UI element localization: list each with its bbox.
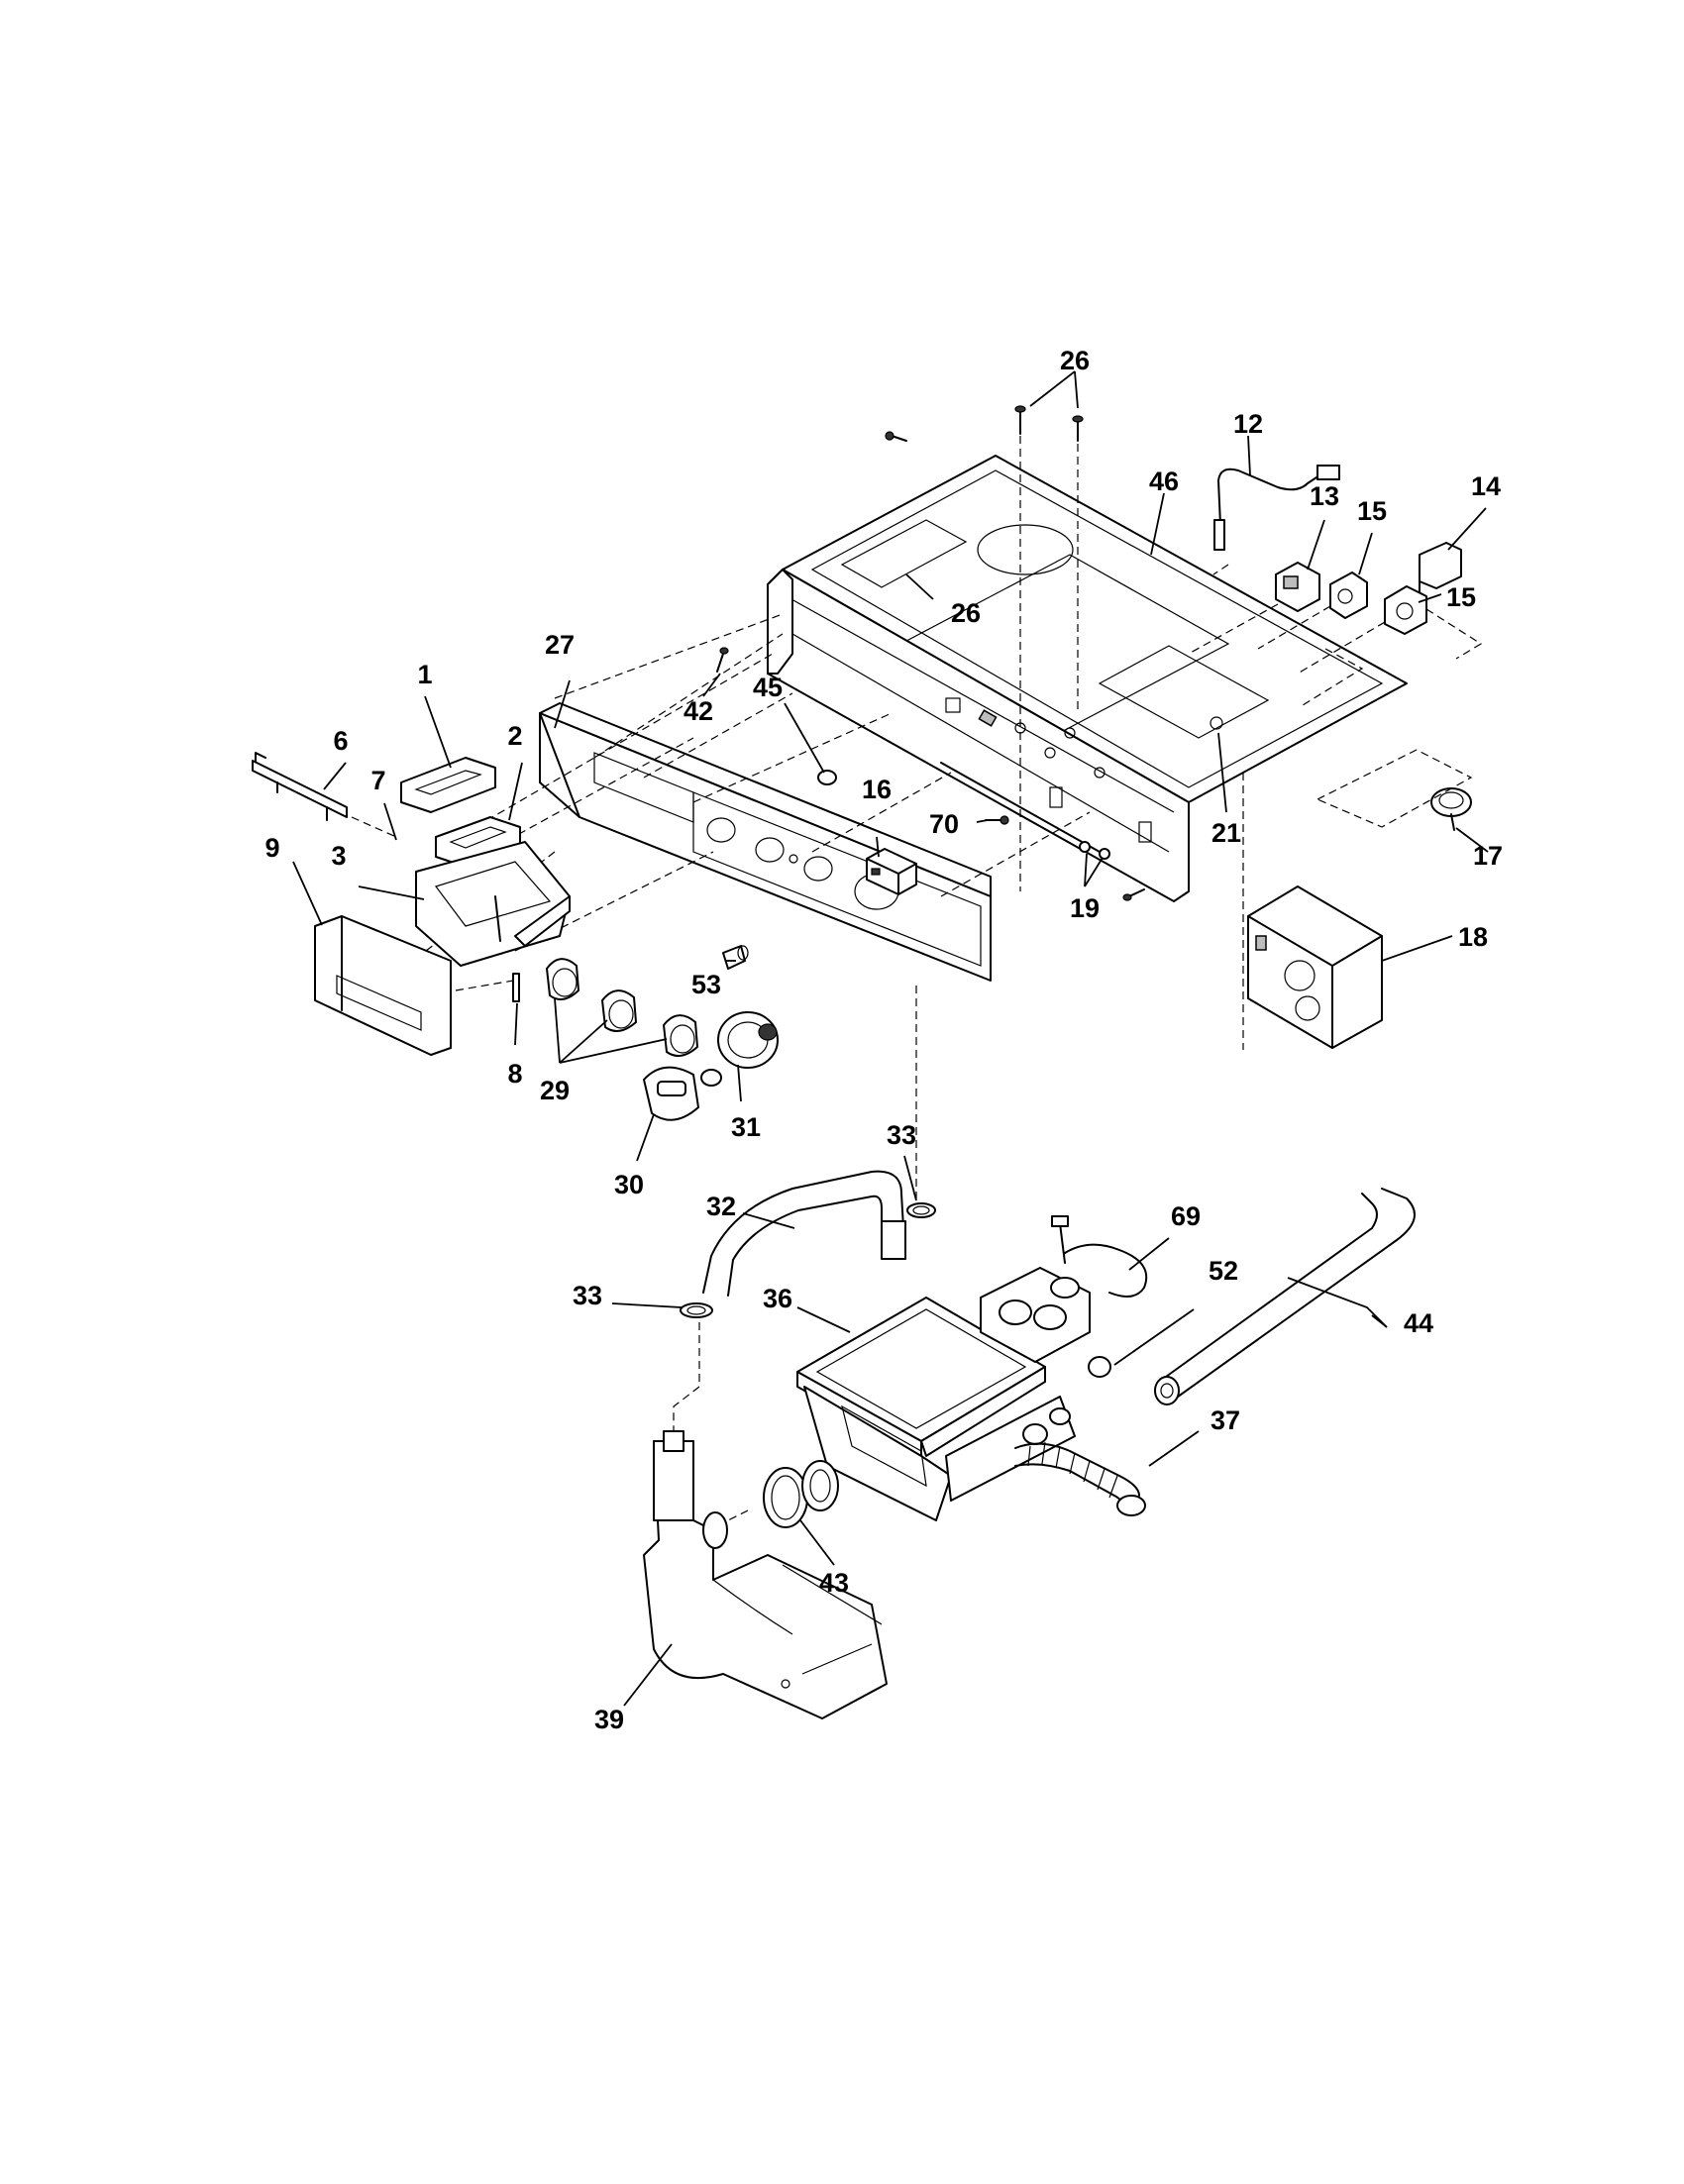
callout-26-top: 26 [1060,346,1090,375]
callout-32: 32 [706,1192,736,1221]
callout-46: 46 [1149,467,1179,496]
screw-26-top-part [885,405,1084,442]
callout-42: 42 [684,696,713,726]
switch-15-lower-part [1384,585,1427,635]
callout-15-lower: 15 [1446,582,1476,612]
callout-26-middle: 26 [951,598,981,628]
callout-21: 21 [1211,818,1241,848]
screw-19-part [1079,841,1145,901]
grommet-45-part [817,770,837,785]
dispenser-cover-1-part [400,757,496,813]
screw-70-part [985,815,1009,825]
knob-30-part [643,1066,722,1121]
switch-16-part [866,848,917,895]
callout-33-upper: 33 [887,1120,916,1150]
callout-33-lower: 33 [573,1281,602,1310]
drawer-body-3-part [415,841,571,967]
callout-16: 16 [862,775,892,804]
drain-hose-44-part [1154,1188,1416,1405]
callout-9: 9 [264,833,279,863]
callout-31: 31 [731,1112,761,1142]
clamp-33-upper-part [906,1202,936,1218]
water-valve-69-part [980,1215,1148,1363]
switch-13-part [1275,562,1320,612]
callout-17: 17 [1473,841,1503,871]
callout-52: 52 [1209,1256,1238,1286]
knob-29-lower-part [663,1014,698,1057]
callout-27: 27 [545,630,575,660]
callout-39: 39 [594,1705,624,1734]
pressure-switch-17-part [1430,787,1472,831]
rail-6-part [252,752,348,821]
callout-29: 29 [540,1076,570,1105]
callout-37: 37 [1210,1405,1240,1435]
clamp-52-part [1088,1356,1111,1378]
callout-1: 1 [417,660,432,689]
callout-69: 69 [1171,1201,1201,1231]
switch-14-part [1419,542,1462,595]
callout-45: 45 [753,673,783,702]
drawer-front-9-part [314,915,452,1056]
clamp-33-lower-part [680,1302,713,1318]
callout-13: 13 [1310,481,1339,511]
callout-6: 6 [333,726,348,756]
callout-8: 8 [507,1059,522,1089]
callout-12: 12 [1233,409,1263,439]
seal-43-part [763,1460,839,1528]
pin-8-part [512,973,520,1002]
clip-21-part [1210,716,1223,730]
hose-32-part [702,1170,906,1297]
callout-3: 3 [331,841,346,871]
callout-44: 44 [1404,1308,1433,1338]
wire-harness-12-part [1213,465,1340,551]
knob-insert-53-part [722,945,749,970]
screw-42-part [716,647,729,673]
knob-ring-31-part [717,1011,779,1069]
switch-15-upper-part [1329,572,1368,619]
callout-18: 18 [1458,922,1488,952]
timer-18-part [1247,885,1383,1049]
callout-15-upper: 15 [1357,496,1387,526]
callout-43: 43 [819,1568,849,1598]
console-frame-part [767,455,1408,902]
callout-36: 36 [763,1284,792,1313]
knob-29-middle-part [601,989,637,1032]
callout-14: 14 [1471,471,1501,501]
knob-29-upper-part [546,958,579,1000]
callout-19: 19 [1070,893,1100,923]
corrugated-hose-37-part [1014,1441,1146,1516]
leader-lines [292,370,1489,1707]
fill-pipe-39-part [643,1430,888,1719]
callout-2: 2 [507,721,522,751]
callout-7: 7 [370,766,385,795]
callout-70: 70 [929,809,959,839]
callout-30: 30 [614,1170,644,1199]
callout-53: 53 [691,970,721,999]
